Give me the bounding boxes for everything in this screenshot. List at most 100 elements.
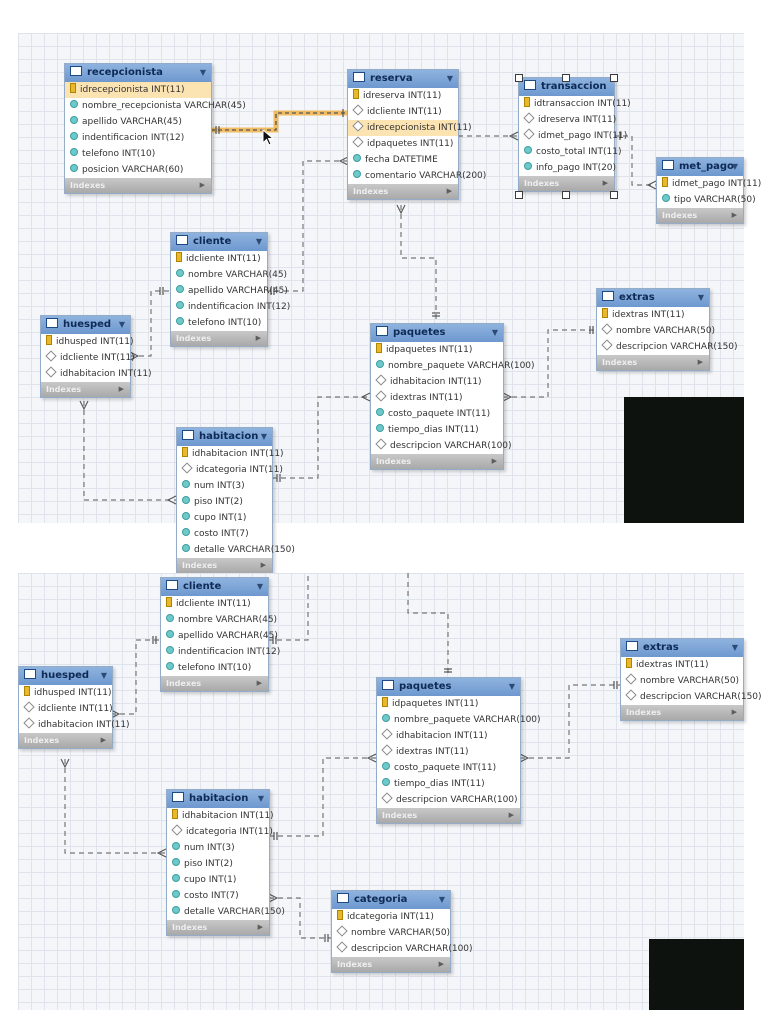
resize-handle[interactable] — [610, 74, 618, 82]
column-row[interactable]: idhusped INT(11) — [19, 685, 112, 701]
column-row[interactable]: nombre_recepcionista VARCHAR(45) — [65, 98, 246, 114]
column-row[interactable]: comentario VARCHAR(200) — [348, 168, 486, 184]
column-row[interactable]: apellido VARCHAR(45) — [161, 628, 278, 644]
collapse-arrow-icon[interactable]: ▼ — [100, 671, 107, 680]
table-header[interactable]: huesped▼ — [19, 667, 112, 685]
column-row[interactable]: nombre VARCHAR(45) — [171, 267, 287, 283]
column-row[interactable]: idextras INT(11) — [597, 307, 709, 323]
column-row[interactable]: idtransaccion INT(11) — [519, 96, 631, 112]
expand-arrow-icon[interactable]: ▶ — [257, 923, 263, 931]
column-row[interactable]: apellido VARCHAR(45) — [65, 114, 211, 130]
column-row[interactable]: idextras INT(11) — [371, 390, 503, 406]
column-row[interactable]: costo_total INT(11) — [519, 144, 621, 160]
collapse-arrow-icon[interactable]: ▼ — [257, 794, 264, 803]
expand-arrow-icon[interactable]: ▶ — [118, 385, 124, 393]
column-row[interactable]: num INT(3) — [177, 478, 272, 494]
table-header[interactable]: paquetes▼ — [371, 324, 503, 342]
column-row[interactable]: idcategoria INT(11) — [177, 462, 283, 478]
indexes-section[interactable]: Indexes▶ — [597, 355, 709, 370]
expand-arrow-icon[interactable]: ▶ — [731, 708, 737, 716]
expand-arrow-icon[interactable]: ▶ — [731, 211, 737, 219]
column-row[interactable]: idcliente INT(11) — [41, 350, 135, 366]
expand-arrow-icon[interactable]: ▶ — [602, 179, 608, 187]
table-extras[interactable]: extras▼ idextras INT(11)nombre VARCHAR(5… — [620, 638, 762, 721]
column-row[interactable]: num INT(3) — [167, 840, 269, 856]
collapse-arrow-icon[interactable]: ▼ — [731, 643, 738, 652]
indexes-section[interactable]: Indexes▶ — [161, 676, 268, 691]
column-row[interactable]: idextras INT(11) — [621, 657, 743, 673]
table-recepcionista[interactable]: recepcionista▼ idrecepcionista INT(11)no… — [64, 63, 246, 194]
column-row[interactable]: nombre_paquete VARCHAR(100) — [377, 712, 541, 728]
collapse-arrow-icon[interactable]: ▼ — [256, 582, 263, 591]
column-row[interactable]: idextras INT(11) — [377, 744, 520, 760]
indexes-section[interactable]: Indexes▶ — [332, 957, 450, 972]
resize-handle[interactable] — [562, 191, 570, 199]
indexes-section[interactable]: Indexes▶ — [19, 733, 112, 748]
table-categoria[interactable]: categoria▼ idcategoria INT(11)nombre VAR… — [331, 890, 473, 973]
table-cliente[interactable]: cliente▼ idcliente INT(11)nombre VARCHAR… — [160, 577, 280, 692]
indexes-section[interactable]: Indexes▶ — [171, 331, 267, 346]
collapse-arrow-icon[interactable]: ▼ — [255, 237, 262, 246]
column-row[interactable]: cupo INT(1) — [177, 510, 272, 526]
column-row[interactable]: detalle VARCHAR(150) — [177, 542, 295, 558]
column-row[interactable]: piso INT(2) — [167, 856, 269, 872]
column-row[interactable]: idcliente INT(11) — [171, 251, 267, 267]
column-row[interactable]: descripcion VARCHAR(150) — [621, 689, 762, 705]
column-row[interactable]: nombre_paquete VARCHAR(100) — [371, 358, 535, 374]
column-row[interactable]: tiempo_dias INT(11) — [371, 422, 503, 438]
column-row[interactable]: cupo INT(1) — [167, 872, 269, 888]
column-row[interactable]: tipo VARCHAR(50) — [657, 192, 756, 208]
column-row[interactable]: idcategoria INT(11) — [167, 824, 273, 840]
column-row[interactable]: idpaquetes INT(11) — [371, 342, 503, 358]
collapse-arrow-icon[interactable]: ▼ — [118, 320, 125, 329]
column-row[interactable]: idreserva INT(11) — [348, 88, 458, 104]
column-row[interactable]: fecha DATETIME — [348, 152, 458, 168]
table-header[interactable]: reserva▼ — [348, 70, 458, 88]
column-row[interactable]: idcategoria INT(11) — [332, 909, 450, 925]
table-header[interactable]: extras▼ — [621, 639, 743, 657]
column-row[interactable]: apellido VARCHAR(45) — [171, 283, 288, 299]
column-row[interactable]: idhabitacion INT(11) — [167, 808, 274, 824]
column-row[interactable]: idreserva INT(11) — [519, 112, 616, 128]
table-header[interactable]: recepcionista▼ — [65, 64, 211, 82]
column-row[interactable]: descripcion VARCHAR(100) — [332, 941, 473, 957]
table-header[interactable]: habitacion▼ — [177, 428, 272, 446]
expand-arrow-icon[interactable]: ▶ — [100, 736, 106, 744]
indexes-section[interactable]: Indexes▶ — [167, 920, 269, 935]
table-habitacion[interactable]: habitacion▼ idhabitacion INT(11)idcatego… — [166, 789, 285, 936]
expand-arrow-icon[interactable]: ▶ — [256, 679, 262, 687]
table-transaccion[interactable]: transaccion idtransaccion INT(11)idreser… — [518, 77, 631, 192]
indexes-section[interactable]: Indexes▶ — [377, 808, 520, 823]
column-row[interactable]: idcliente INT(11) — [161, 596, 268, 612]
table-header[interactable]: habitacion▼ — [167, 790, 269, 808]
resize-handle[interactable] — [515, 191, 523, 199]
column-row[interactable]: idpaquetes INT(11) — [348, 136, 458, 152]
column-row[interactable]: piso INT(2) — [177, 494, 272, 510]
column-row[interactable]: idhabitacion INT(11) — [41, 366, 152, 382]
table-header[interactable]: huesped▼ — [41, 316, 130, 334]
expand-arrow-icon[interactable]: ▶ — [446, 187, 452, 195]
resize-handle[interactable] — [610, 191, 618, 199]
indexes-section[interactable]: Indexes▶ — [371, 454, 503, 469]
table-cliente[interactable]: cliente▼ idcliente INT(11)nombre VARCHAR… — [170, 232, 290, 347]
column-row[interactable]: nombre VARCHAR(45) — [161, 612, 277, 628]
column-row[interactable]: costo INT(7) — [167, 888, 269, 904]
table-header[interactable]: met_pago▼ — [657, 158, 743, 176]
column-row[interactable]: idrecepcionista INT(11) — [348, 120, 472, 136]
column-row[interactable]: posicion VARCHAR(60) — [65, 162, 211, 178]
collapse-arrow-icon[interactable]: ▼ — [508, 682, 515, 691]
column-row[interactable]: telefono INT(10) — [65, 146, 211, 162]
indexes-section[interactable]: Indexes▶ — [519, 176, 614, 191]
table-header[interactable]: extras▼ — [597, 289, 709, 307]
indexes-section[interactable]: Indexes▶ — [657, 208, 743, 223]
collapse-arrow-icon[interactable]: ▼ — [438, 895, 445, 904]
diagram-canvas-bottom[interactable]: cliente▼ idcliente INT(11)nombre VARCHAR… — [18, 573, 762, 1010]
column-row[interactable]: descripcion VARCHAR(100) — [377, 792, 520, 808]
column-row[interactable]: idmet_pago INT(11) — [657, 176, 761, 192]
column-row[interactable]: telefono INT(10) — [161, 660, 268, 676]
table-header[interactable]: cliente▼ — [171, 233, 267, 251]
column-row[interactable]: costo INT(7) — [177, 526, 272, 542]
column-row[interactable]: idhabitacion INT(11) — [177, 446, 284, 462]
table-huesped[interactable]: huesped▼ idhusped INT(11)idcliente INT(1… — [18, 666, 130, 749]
column-row[interactable]: telefono INT(10) — [171, 315, 267, 331]
